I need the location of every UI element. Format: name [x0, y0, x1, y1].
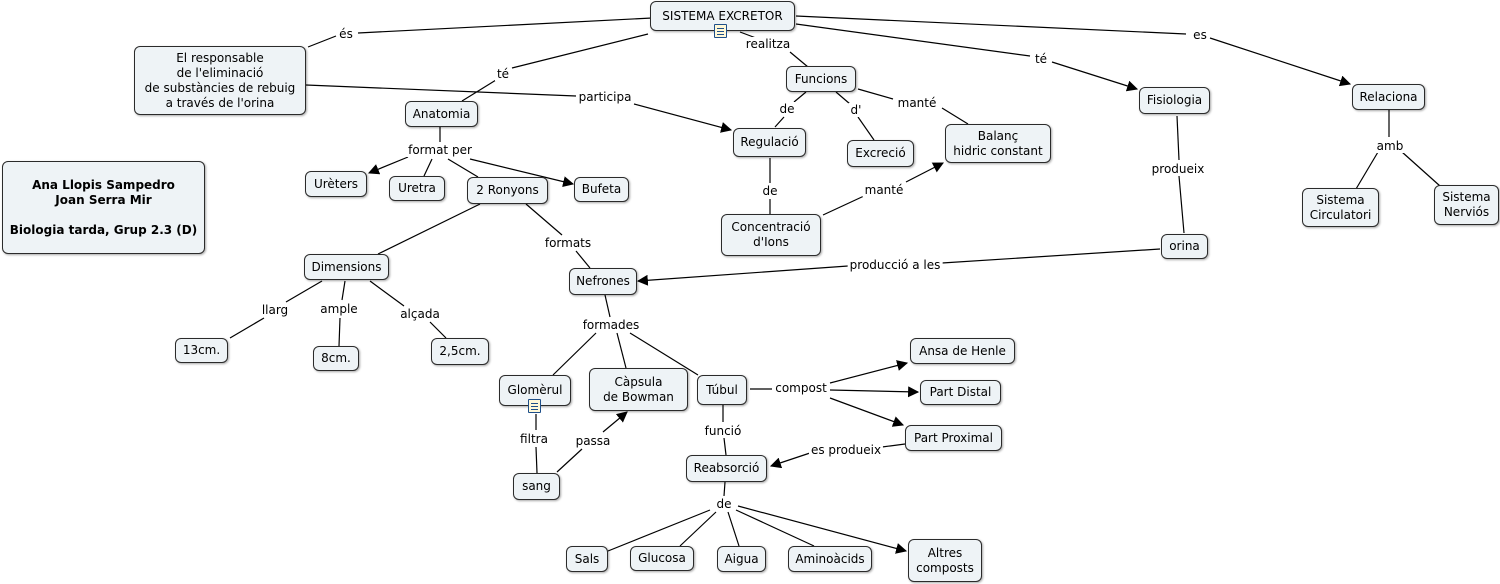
link-label-participa: participa	[576, 90, 634, 104]
concept-aigua[interactable]: Aigua	[717, 546, 766, 572]
link-label-produccio: producció a les	[847, 258, 943, 272]
concept-dimensions[interactable]: Dimensions	[304, 254, 389, 280]
link-label-es-produeix: es produeix	[808, 443, 884, 457]
concept-anatomia[interactable]: Anatomia	[405, 101, 478, 127]
concept-relaciona[interactable]: Relaciona	[1352, 84, 1425, 110]
concept-ansa-henle[interactable]: Ansa de Henle	[910, 338, 1015, 364]
concept-2-5cm[interactable]: 2,5cm.	[431, 338, 489, 365]
link-label-formades: formades	[580, 318, 642, 332]
link-label-te: té	[1032, 52, 1050, 66]
concept-concentracio[interactable]: Concentració d'Ions	[721, 214, 821, 256]
concept-13cm[interactable]: 13cm.	[175, 338, 228, 363]
link-label-te: té	[494, 67, 512, 81]
link-label-de: de	[777, 102, 797, 116]
link-label-llarg: llarg	[259, 303, 291, 317]
concept-sang[interactable]: sang	[513, 473, 560, 500]
concept-capsula-bowman[interactable]: Càpsula de Bowman	[589, 368, 688, 411]
concept-funcions[interactable]: Funcions	[786, 66, 856, 92]
link-label-de: de	[760, 184, 780, 198]
concept-ureters[interactable]: Urèters	[305, 171, 367, 197]
link-label-filtra: filtra	[518, 432, 550, 446]
concept-sistema-nervios[interactable]: Sistema Nerviós	[1434, 185, 1499, 225]
concept-fisiologia[interactable]: Fisiologia	[1139, 87, 1210, 114]
concept-balanc[interactable]: Balanç hidric constant	[945, 124, 1051, 163]
concept-bufeta[interactable]: Bufeta	[574, 177, 629, 202]
concept-aminoacids[interactable]: Aminoàcids	[788, 546, 872, 572]
concept-part-proximal[interactable]: Part Proximal	[905, 425, 1002, 451]
concept-sistema-circulatori[interactable]: Sistema Circulatori	[1302, 188, 1379, 227]
concept-responsable[interactable]: El responsable de l'eliminació de substà…	[134, 46, 306, 115]
link-label-d: d'	[848, 103, 864, 117]
link-label-formats: formats	[542, 236, 594, 250]
concept-excrecio[interactable]: Excreció	[847, 140, 914, 167]
link-label-amb: amb	[1374, 139, 1406, 153]
link-label-produeix: produeix	[1149, 162, 1207, 176]
link-label-ample: ample	[318, 302, 360, 316]
link-label-es: es	[1191, 28, 1209, 42]
concept-nefrones[interactable]: Nefrones	[569, 268, 637, 295]
concept-sals[interactable]: Sals	[566, 546, 608, 572]
resource-document-icon[interactable]	[714, 24, 727, 38]
link-label-alcada: alçada	[398, 307, 442, 321]
link-label-es: és	[337, 27, 355, 41]
concept-ronyons[interactable]: 2 Ronyons	[467, 177, 548, 204]
concept-reabsorcio[interactable]: Reabsorció	[686, 455, 767, 482]
concept-glucosa[interactable]: Glucosa	[630, 546, 694, 571]
concept-8cm[interactable]: 8cm.	[313, 346, 359, 371]
concept-autors: Ana Llopis Sampedro Joan Serra Mir Biolo…	[2, 161, 205, 254]
link-label-realitza: realitza	[743, 37, 793, 51]
link-label-de: de	[714, 497, 734, 511]
concept-altres-composts[interactable]: Altres composts	[908, 539, 982, 582]
link-label-funcio: funció	[702, 424, 744, 438]
link-label-format-per: format per	[406, 143, 474, 157]
link-label-mante: manté	[862, 183, 906, 197]
concept-uretra[interactable]: Uretra	[389, 176, 445, 201]
concept-tubul[interactable]: Túbul	[697, 375, 747, 405]
link-label-compost: compost	[773, 381, 829, 395]
link-label-passa: passa	[573, 434, 613, 448]
concept-part-distal[interactable]: Part Distal	[920, 380, 1001, 405]
link-label-mante: manté	[895, 96, 939, 110]
concept-regulacio[interactable]: Regulació	[733, 128, 806, 157]
resource-document-icon[interactable]	[528, 399, 541, 413]
concept-orina[interactable]: orina	[1161, 234, 1208, 259]
